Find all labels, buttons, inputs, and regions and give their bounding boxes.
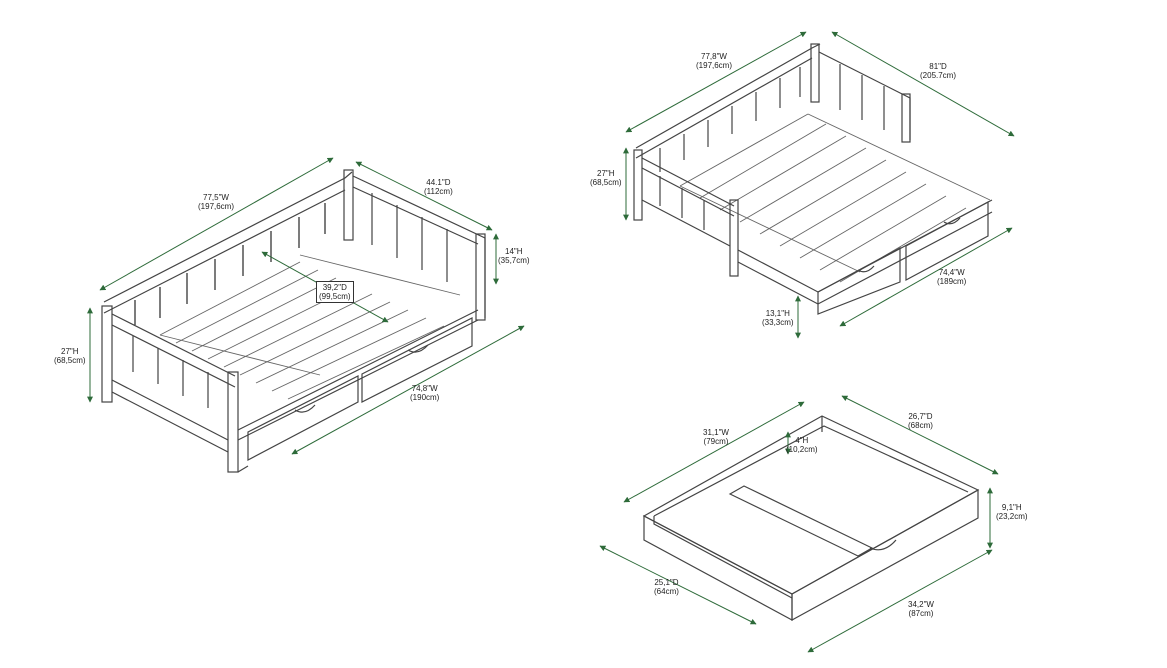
- daybed-drawer-width-line: [291, 325, 525, 455]
- daybed-width-label: 77,5"W (197,6cm): [198, 193, 234, 211]
- daybed-mattress-depth-label: 39,2"D (99,5cm): [316, 281, 354, 303]
- trundle-depth-in: 81"D: [929, 62, 947, 71]
- daybed-front-spindles: [132, 336, 209, 408]
- trundle-height-in: 27"H: [597, 169, 615, 178]
- daybed-drawer-width-in: 74,8"W: [411, 384, 438, 393]
- trundle-trundle-width-cm: (189cm): [937, 277, 967, 286]
- drawer-width-cm: (79cm): [703, 437, 729, 446]
- trundle-width-cm: (197,6cm): [696, 61, 733, 70]
- drawer-inner-depth-in: 25,1"D: [654, 578, 679, 587]
- daybed-height-in: 27"H: [61, 347, 79, 356]
- drawer-width-line: [623, 401, 805, 503]
- drawer-outer-width-line: [807, 549, 993, 653]
- trundle-width-in: 77,8"W: [701, 52, 727, 61]
- drawer-inner-depth-label: 25,1"D (64cm): [654, 578, 679, 596]
- trundle-depth-line: [831, 31, 1015, 137]
- trundle-depth-label: 81"D (205.7cm): [920, 62, 956, 80]
- drawer-inner-depth-cm: (64cm): [654, 587, 679, 596]
- drawer-depth-cm: (68cm): [908, 421, 933, 430]
- trundle-back-spindles: [659, 67, 801, 172]
- drawer-outer-width-label: 34,2"W (87cm): [908, 600, 934, 618]
- daybed-drawing: [101, 169, 486, 473]
- daybed-rail-height-label: 14"H (35,7cm): [498, 247, 530, 265]
- trundle-slats: [679, 113, 991, 283]
- trundle-depth-cm: (205.7cm): [920, 71, 957, 80]
- trundle-height-cm: (68,5cm): [590, 178, 622, 187]
- daybed-depth-in: 44.1"D: [426, 178, 451, 187]
- daybed-width-line: [99, 157, 334, 291]
- drawer-depth-line: [841, 395, 999, 475]
- drawer-height-in: 9,1"H: [1001, 503, 1022, 512]
- drawer-inner-depth-line: [599, 545, 757, 625]
- daybed-depth-cm: (112cm): [424, 187, 453, 196]
- drawer-outer-width-cm: (87cm): [908, 609, 934, 618]
- drawer-width-label: 31,1"W (79cm): [703, 428, 729, 446]
- drawer-depth-in: 26,7"D: [908, 412, 933, 421]
- daybed-mattress-depth-cm: (99,5cm): [319, 292, 351, 301]
- trundle-height-label: 27"H (68,5cm): [590, 169, 622, 187]
- daybed-depth-line: [355, 161, 493, 231]
- daybed-drawer-width-cm: (190cm): [410, 393, 440, 402]
- drawer-height-label: 9,1"H (23,2cm): [996, 503, 1028, 521]
- daybed-mattress-depth-in: 39,2"D: [322, 283, 347, 292]
- trundle-width-label: 77,8"W (197,6cm): [696, 52, 732, 70]
- trundle-trundle-width-in: 74,4"W: [938, 268, 965, 277]
- trundle-trundle-height-label: 13,1"H (33,3cm): [762, 309, 794, 327]
- dimension-lines: [87, 31, 1015, 653]
- daybed-height-label: 27"H (68,5cm): [54, 347, 86, 365]
- daybed-height-cm: (68,5cm): [54, 356, 86, 365]
- daybed-rail-height-cm: (35,7cm): [498, 256, 530, 265]
- daybed-width-in: 77,5"W: [203, 193, 229, 202]
- daybed-head-spindles: [371, 193, 448, 282]
- trundle-trundle-height-cm: (33,3cm): [762, 318, 794, 327]
- drawer-inner-height-in: 4"H: [795, 436, 809, 445]
- daybed-drawer-width-label: 74,8"W (190cm): [410, 384, 439, 402]
- daybed-depth-label: 44.1"D (112cm): [424, 178, 453, 196]
- trundle-trundle-height-in: 13,1"H: [765, 309, 790, 318]
- trundle-trundle-width-line: [839, 227, 1013, 327]
- drawer-inner-height-label: 4"H (10,2cm): [786, 436, 818, 454]
- drawer-width-in: 31,1"W: [703, 428, 729, 437]
- drawer-outer-width-in: 34,2"W: [908, 600, 934, 609]
- daybed-rail-height-in: 14"H: [505, 247, 523, 256]
- drawer-height-cm: (23,2cm): [996, 512, 1028, 521]
- trundle-trundle-width-label: 74,4"W (189cm): [937, 268, 966, 286]
- drawer-inner-height-cm: (10,2cm): [786, 445, 818, 454]
- daybed-slats: [159, 254, 461, 400]
- trundle-width-line: [625, 31, 807, 133]
- drawer-depth-label: 26,7"D (68cm): [908, 412, 933, 430]
- daybed-width-cm: (197,6cm): [198, 202, 235, 211]
